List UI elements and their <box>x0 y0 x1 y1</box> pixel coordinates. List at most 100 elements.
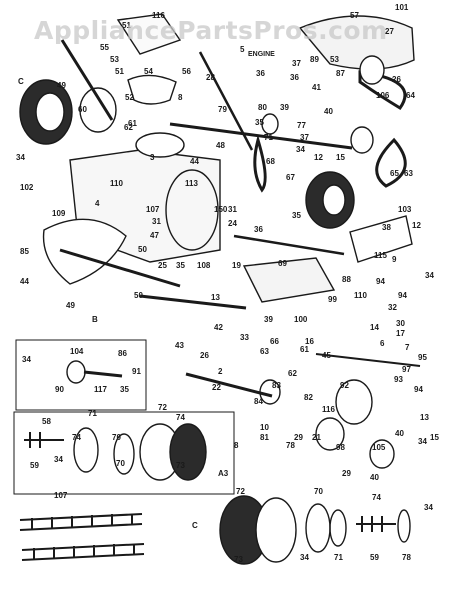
callout-label: 6 <box>380 339 385 348</box>
callout-label: 102 <box>20 183 34 192</box>
callout-label: 60 <box>78 105 87 114</box>
callout-label: 91 <box>132 367 141 376</box>
gear-116 <box>315 417 345 451</box>
callout-label: 22 <box>212 383 221 392</box>
hub-spring-c <box>356 516 396 532</box>
callout-label: 94 <box>398 291 407 300</box>
callout-label: 31 <box>228 205 237 214</box>
callout-label: B <box>92 315 98 324</box>
callout-label: 99 <box>328 295 337 304</box>
tire-a-outer <box>169 423 207 481</box>
callout-label: 37 <box>292 59 301 68</box>
callout-label: 15 <box>430 433 439 442</box>
gear-82 <box>259 379 281 405</box>
callout-label: 42 <box>214 323 223 332</box>
callout-label: 95 <box>418 353 427 362</box>
callout-label: 21 <box>312 433 321 442</box>
callout-label: 10 <box>260 423 269 432</box>
callout-label: 103 <box>398 205 412 214</box>
callout-label: 35 <box>176 261 185 270</box>
discharge-chute <box>116 13 182 55</box>
chute-control-rod <box>60 39 114 121</box>
callout-label: 36 <box>290 73 299 82</box>
callout-label: 34 <box>424 503 433 512</box>
inset-box-b <box>15 339 147 411</box>
callout-label: 8 <box>234 441 239 450</box>
callout-label: 74 <box>372 493 381 502</box>
callout-label: 29 <box>294 433 303 442</box>
callout-label: 73 <box>176 461 185 470</box>
callout-label: 51 <box>122 21 131 30</box>
callout-label: 74 <box>72 433 81 442</box>
callout-label: 34 <box>296 145 305 154</box>
callout-label: 34 <box>425 271 434 280</box>
callout-label: 105 <box>372 443 386 452</box>
callout-label: 59 <box>370 553 379 562</box>
callout-label: 8 <box>178 93 183 102</box>
callout-label: 116 <box>152 11 165 20</box>
callout-label: 7 <box>405 343 410 352</box>
callout-label: 31 <box>152 217 161 226</box>
wheel-rim-a <box>73 427 99 473</box>
crank-rod <box>198 51 254 151</box>
callout-label: 26 <box>392 75 401 84</box>
callout-label: 74 <box>176 413 185 422</box>
callout-label: 34 <box>418 437 427 446</box>
callout-label: 34 <box>300 553 309 562</box>
callout-label: 5 <box>240 45 245 54</box>
callout-label: 62 <box>288 369 297 378</box>
callout-label: 40 <box>324 107 333 116</box>
callout-label: 93 <box>394 375 403 384</box>
callout-label: 35 <box>292 211 301 220</box>
callout-label: 150 <box>214 205 228 214</box>
drive-belt-lower <box>375 137 407 188</box>
callout-label: 62 <box>124 123 133 132</box>
wheel-disc-c <box>329 509 347 547</box>
callout-label: 19 <box>232 261 241 270</box>
callout-label: 4 <box>95 199 100 208</box>
axle <box>185 372 273 398</box>
callout-label: 36 <box>256 69 265 78</box>
wheel-hub-upper <box>35 92 65 132</box>
callout-label: 72 <box>236 487 245 496</box>
callout-label: 110 <box>354 291 367 300</box>
callout-label: 43 <box>175 341 184 350</box>
callout-label: 101 <box>395 3 409 12</box>
callout-label: 56 <box>182 67 191 76</box>
callout-label: 100 <box>294 315 308 324</box>
callout-label: 70 <box>116 459 125 468</box>
pulley-80 <box>261 113 279 135</box>
callout-label: 32 <box>388 303 397 312</box>
callout-label: 94 <box>414 385 423 394</box>
callout-label: 63 <box>404 169 413 178</box>
callout-label: 73 <box>234 555 243 564</box>
engine-pulley <box>359 55 385 85</box>
base-plate <box>242 257 336 303</box>
callout-label: 65 <box>390 169 399 178</box>
bracket-plate <box>349 215 413 263</box>
callout-label: 27 <box>385 27 394 36</box>
drawing-parts <box>13 13 421 565</box>
callout-label: 44 <box>190 157 199 166</box>
callout-label: 40 <box>395 429 404 438</box>
callout-label: 68 <box>266 157 275 166</box>
callout-label: A3 <box>218 469 229 478</box>
drive-belt-right <box>358 70 407 110</box>
callout-label: 116 <box>322 405 335 414</box>
hub-104 <box>66 360 86 384</box>
callout-label: 106 <box>376 91 390 100</box>
callout-label: 35 <box>255 118 264 127</box>
callout-label: 104 <box>70 347 84 356</box>
callout-label: 117 <box>94 385 107 394</box>
callout-label: 37 <box>300 133 309 142</box>
callout-label: 87 <box>336 69 345 78</box>
callout-label: 39 <box>280 103 289 112</box>
callout-label: 28 <box>206 73 215 82</box>
callout-label: 107 <box>54 491 68 500</box>
callout-label: 109 <box>52 209 66 218</box>
callout-label: 2 <box>218 367 223 376</box>
callout-label: 89 <box>310 55 319 64</box>
engine-label: ENGINE <box>248 51 275 58</box>
